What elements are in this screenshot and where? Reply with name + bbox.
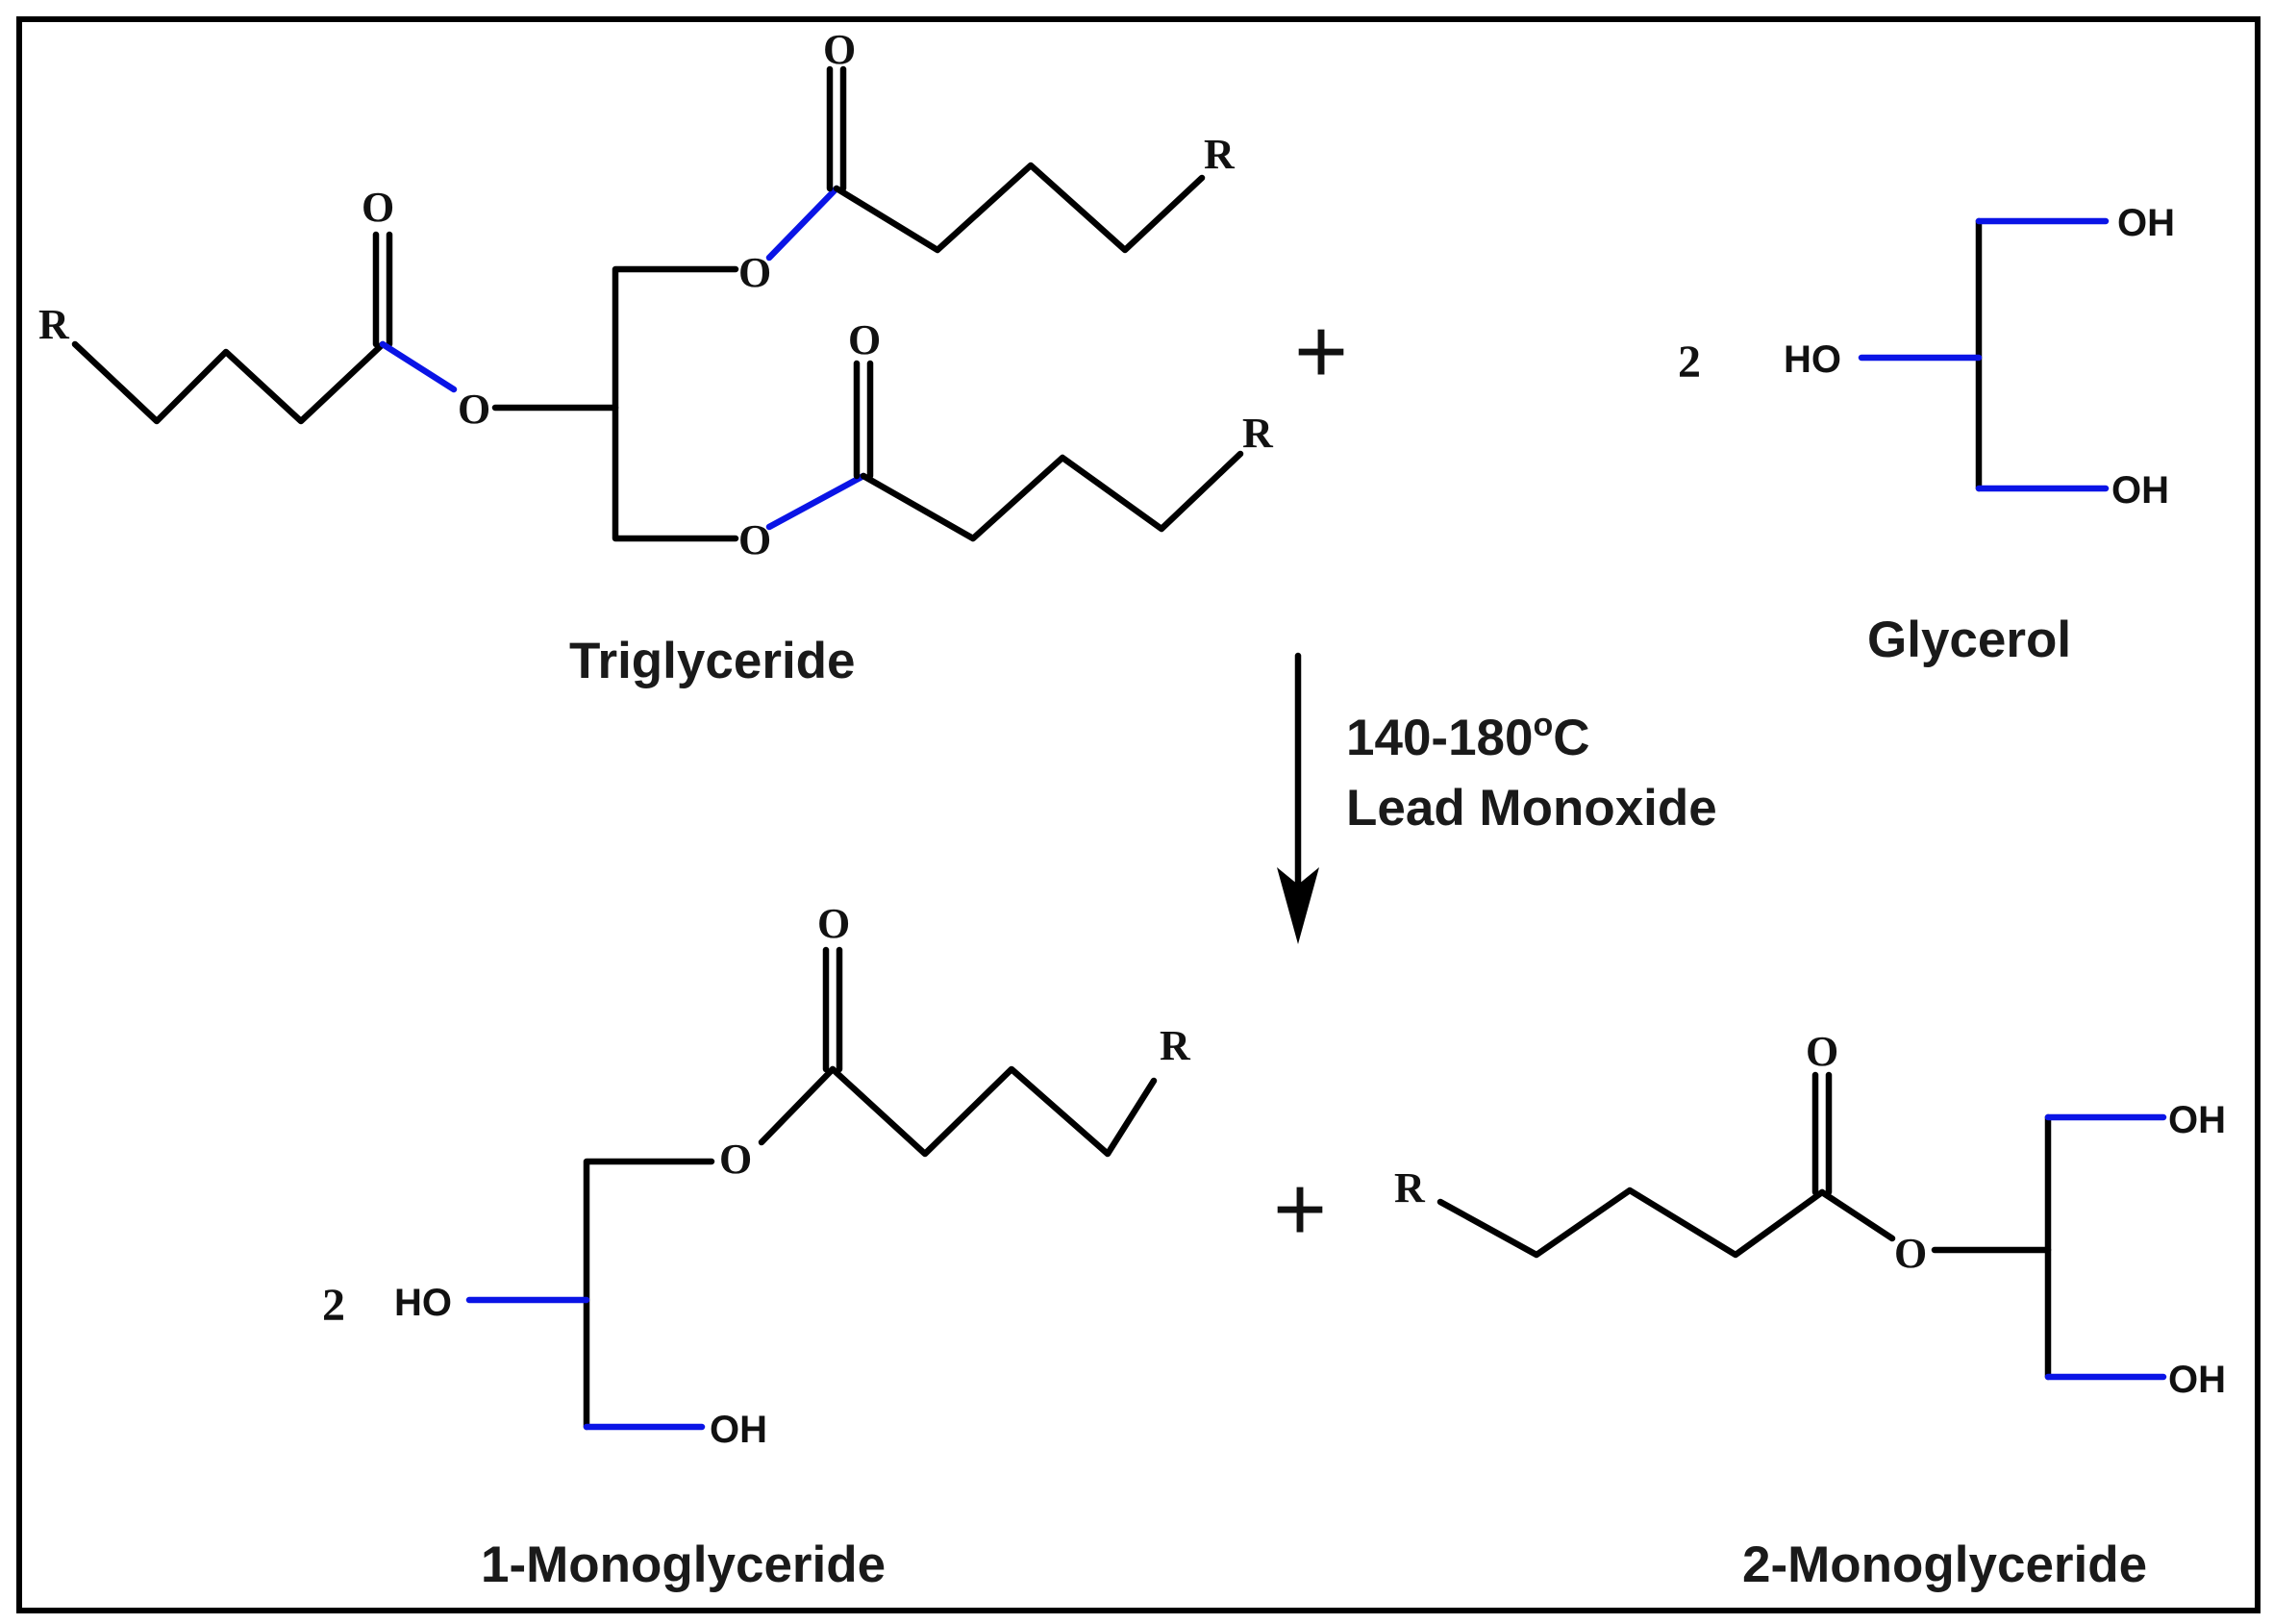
monoglyceride-1-o-ester: O [719,1136,752,1183]
monoglyceride-2-ester-bond [1818,1188,1896,1242]
monoglyceride-2-oh-top: OH [2168,1099,2226,1141]
monoglyceride-2-structure: R O O OH OH [1394,1028,2226,1401]
monoglyceride-1-structure: O O R 2 HO OH [322,900,1191,1451]
reaction-arrow-head [1277,867,1319,944]
temperature-unit: C [1553,710,1589,766]
triglyceride-ester-bond-left [379,340,458,393]
monoglyceride-2-chain [1436,1187,1826,1259]
triglyceride-ester-bond-top [765,185,840,262]
monoglyceride-1-ho-middle: HO [394,1282,452,1324]
triglyceride-backbone [612,265,739,542]
glycerol-oh-bottom: OH [2111,469,2169,512]
monoglyceride-1-o-carbonyl: O [817,900,850,947]
glycerol-ho-middle: HO [1784,338,1841,381]
glycerol-coefficient: 2 [1678,337,1701,387]
triglyceride-r-top: R [1204,131,1236,178]
monoglyceride-1-backbone [583,1158,715,1431]
scheme-frame [16,16,2261,1613]
triglyceride-label: Triglyceride [569,633,856,689]
triglyceride-ester-bond-bottom [765,472,867,531]
degree-symbol: o [1534,707,1554,743]
triglyceride-r-bottom: R [1242,410,1274,457]
triglyceride-structure: R O O O O R O O R [38,26,1274,563]
monoglyceride-2-oh-bottom: OH [2168,1359,2226,1401]
triglyceride-o-carbonyl-bottom: O [848,316,881,363]
monoglyceride-1-coefficient: 2 [322,1280,345,1331]
monoglyceride-2-o-carbonyl: O [1806,1028,1838,1075]
triglyceride-chain-left [71,340,387,425]
triglyceride-o-ester-left: O [458,386,490,433]
monoglyceride-1-r: R [1160,1022,1191,1069]
triglyceride-o-ester-top: O [738,249,771,296]
glycerol-label: Glycerol [1867,612,2071,668]
temperature-value: 140-180 [1346,710,1534,766]
triglyceride-o-carbonyl-left: O [362,184,394,231]
triglyceride-r-left: R [38,301,70,348]
monoglyceride-2-label: 2-Monoglyceride [1742,1537,2147,1593]
glycerol-oh-top: OH [2117,202,2175,244]
monoglyceride-1-chain [829,1065,1158,1158]
triglyceride-o-ester-bottom: O [738,516,771,563]
triglyceride-chain-top [833,162,1206,254]
monoglyceride-1-ester-bond [758,1065,837,1146]
triglyceride-o-carbonyl-top: O [823,26,856,73]
monoglyceride-1-label: 1-Monoglyceride [481,1537,886,1593]
reaction-arrow [1277,652,1319,944]
triglyceride-chain-bottom [860,450,1244,542]
monoglyceride-2-o-ester: O [1894,1230,1927,1277]
monoglyceride-2-r: R [1394,1164,1426,1212]
plus-sign-bottom: + [1273,1158,1327,1261]
plus-sign-top: + [1294,300,1348,403]
reaction-conditions-temperature: 140-180oC [1346,707,1590,766]
monoglyceride-1-oh-bottom: OH [710,1409,767,1451]
reaction-conditions-catalyst: Lead Monoxide [1346,780,1717,837]
glycerol-structure: 2 HO OH OH [1678,202,2175,512]
